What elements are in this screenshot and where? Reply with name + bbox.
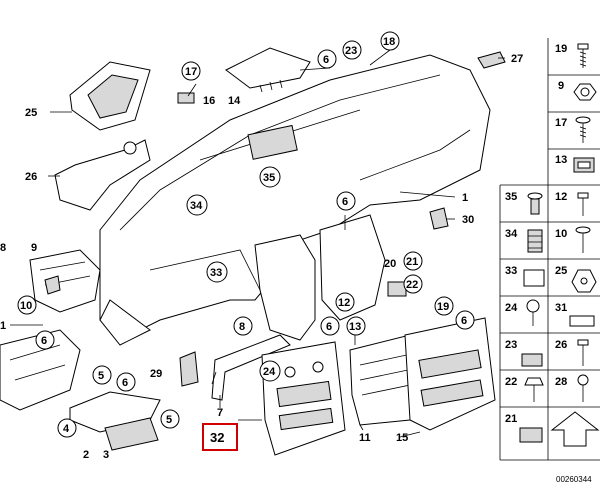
callout-21: 21 [406,256,418,268]
callout-26: 26 [25,171,37,183]
callout-15: 15 [396,432,408,444]
legend-25: 25 [555,265,567,277]
callout-9: 9 [31,242,37,254]
callout-6f: 6 [122,377,128,389]
callout-24: 24 [263,366,276,378]
leader-lines [10,49,505,438]
legend-34: 34 [505,228,518,240]
callout-6c: 6 [41,335,47,347]
center-fascia-part-32 [261,341,346,456]
expanding-rivet-icon [527,192,543,215]
lower-trim-part [69,391,161,451]
callout-19: 19 [437,301,449,313]
instrument-panel [99,54,491,346]
callout-7: 7 [217,407,223,419]
trim-frame-part [69,61,151,131]
bracket-part [429,207,449,230]
support-frame-part [254,214,386,341]
glovebox-part [0,329,81,411]
fastener-legend: 19 9 17 13 35 12 34 10 33 25 24 31 23 26… [499,38,600,461]
highlight-box [202,423,238,451]
callout-29: 29 [150,368,162,380]
callout-1: 1 [462,192,468,204]
callout-34: 34 [190,200,203,212]
ruler-arrow-icon [550,411,600,447]
bracket-box-part [29,249,101,313]
callout-8: 8 [0,242,6,254]
legend-13: 13 [555,154,567,166]
legend-24: 24 [505,302,518,314]
callout-2: 2 [83,449,89,461]
callout-10: 10 [20,300,32,312]
screw-icon [577,192,589,216]
screw-icon [526,299,540,326]
callout-20: 20 [384,258,396,270]
callout-23: 23 [345,45,357,57]
legend-28: 28 [555,376,567,388]
legend-33: 33 [505,265,517,277]
callout-5b: 5 [166,414,172,426]
cover-part [225,47,311,93]
legend-23: 23 [505,339,517,351]
clip-part [177,92,195,104]
legend-10: 10 [555,228,567,240]
connector-part [387,281,407,297]
callout-6e: 6 [326,321,332,333]
legend-12: 12 [555,191,567,203]
screw-icon [577,374,589,402]
callout-4: 4 [63,423,70,435]
legend-26: 26 [555,339,567,351]
legend-21: 21 [505,413,517,425]
legend-35: 35 [505,191,517,203]
callout-16: 16 [203,95,215,107]
callout-14: 14 [228,95,241,107]
bracket-part [54,139,151,211]
callout-33: 33 [210,267,222,279]
clip-icon [523,269,545,287]
vent-grille-part [477,51,506,69]
screw-icon [577,339,589,366]
clip-part [44,275,61,295]
screw-icon [577,43,589,68]
callout-13: 13 [349,321,361,333]
legend-19: 19 [555,43,567,55]
callout-27: 27 [511,53,523,65]
callout-6d: 6 [461,315,467,327]
callout-labels: 17 16 14 6 23 18 27 25 26 35 34 1 6 30 8… [0,31,523,461]
clip-nut-icon [569,315,595,327]
callout-25: 25 [25,107,37,119]
callout-22: 22 [406,279,418,291]
callout-5: 5 [98,370,104,382]
clip-nut-icon [519,427,543,443]
callout-6b: 6 [342,196,348,208]
washer-icon [571,269,597,293]
spring-nut-icon [527,229,543,253]
bolt-icon [524,377,544,402]
legend-22: 22 [505,376,517,388]
callout-30: 30 [462,214,474,226]
nut-icon [573,83,597,101]
panel-part [179,351,199,387]
legend-17: 17 [555,117,567,129]
callout-1b: 1 [0,320,6,332]
callout-17: 17 [185,66,197,78]
callout-6: 6 [323,54,329,66]
screw-icon [575,116,591,143]
callout-32: 32 [210,430,224,445]
fascia-part-15 [404,317,496,431]
callout-3: 3 [103,449,109,461]
trim-strip-part [211,334,291,401]
clip-nut-icon [573,157,595,173]
clip-nut-icon [521,353,543,367]
callout-35: 35 [263,172,275,184]
callout-11: 11 [359,432,371,444]
screw-icon [575,226,591,253]
legend-31: 31 [555,302,567,314]
legend-9: 9 [558,80,564,92]
callout-18: 18 [383,36,395,48]
callout-12: 12 [338,297,350,309]
diagram-reference-number: 00260344 [556,475,592,484]
callout-8b: 8 [239,321,245,333]
